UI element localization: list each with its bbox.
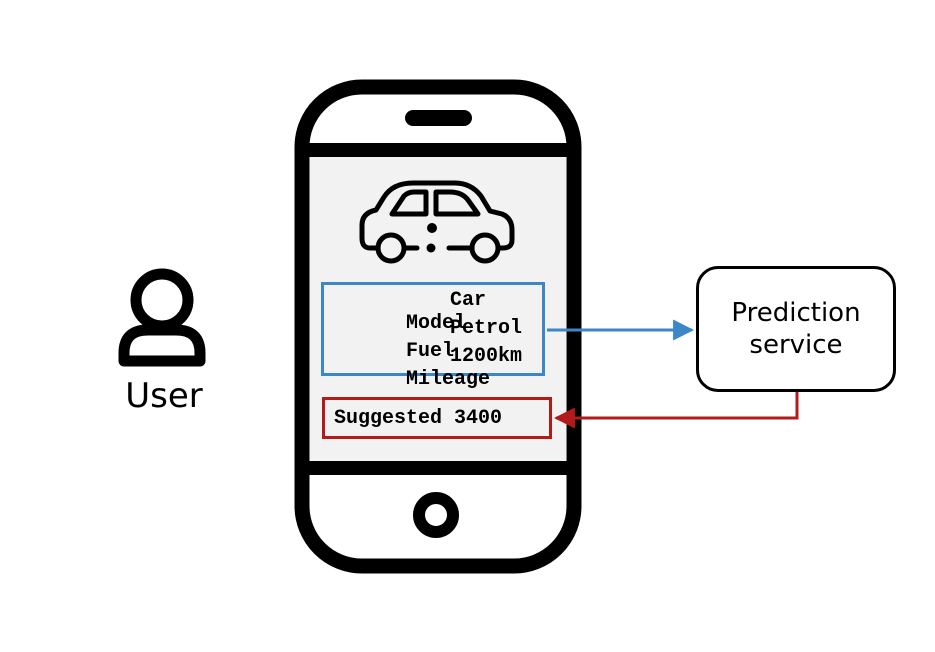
- field-label: Fuel: [406, 340, 455, 363]
- field-label: Model: [406, 312, 467, 335]
- service-title-line1: Prediction: [731, 298, 861, 328]
- suggested-price: Suggested 3400: [334, 407, 502, 430]
- prediction-service-box: Prediction service: [696, 266, 896, 392]
- field-row-fuel: Fuel Petrol: [334, 317, 522, 409]
- field-value: Car: [450, 289, 487, 312]
- suggested-price-box: Suggested 3400: [322, 397, 552, 439]
- field-row-mileage: Mileage 1200km: [334, 345, 522, 437]
- suggested-value: 3400: [454, 407, 503, 430]
- field-label: Mileage: [406, 368, 491, 391]
- car-details-box: Model Car Fuel Petrol Mileage 1200km: [321, 282, 545, 391]
- field-row-model: Model Car: [334, 289, 486, 381]
- home-button: [413, 492, 459, 538]
- suggested-label: Suggested: [334, 407, 443, 430]
- service-title-line2: service: [749, 330, 843, 360]
- field-value: Petrol: [450, 317, 523, 340]
- field-value: 1200km: [450, 345, 523, 368]
- user-label: User: [125, 376, 203, 416]
- speaker-slot: [405, 110, 472, 126]
